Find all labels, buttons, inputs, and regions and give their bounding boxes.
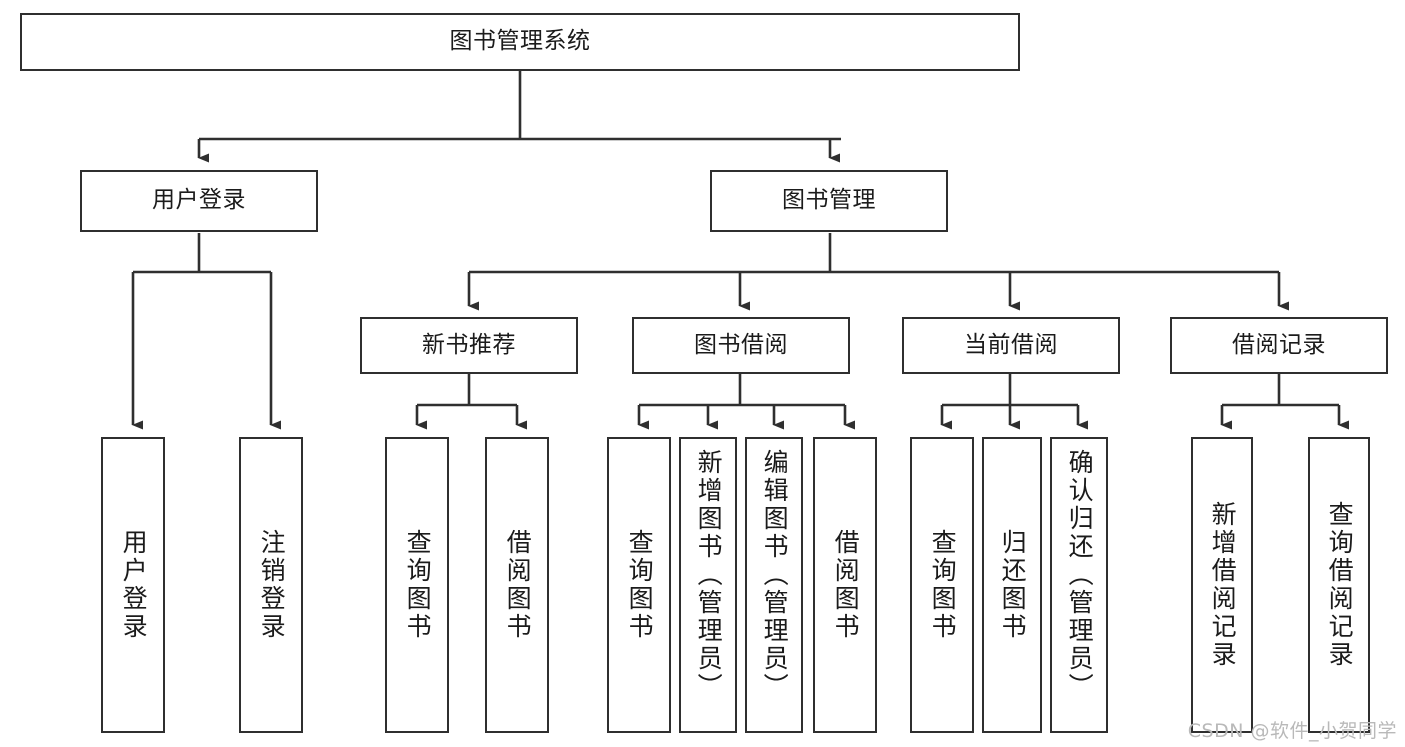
node-new-book-recommendation-label: 新书推荐 (422, 331, 516, 358)
node-borrow-record[interactable]: 借阅记录 (1170, 317, 1388, 374)
node-leaf-cb-query-book[interactable]: 查询图书 (910, 437, 974, 733)
node-leaf-bb-query-book[interactable]: 查询图书 (607, 437, 671, 733)
node-leaf-cb-query-book-label: 查询图书 (928, 529, 958, 641)
node-leaf-bb-query-book-label: 查询图书 (625, 529, 655, 641)
csdn-watermark: CSDN @软件_小贺同学 (1187, 720, 1397, 742)
node-leaf-user-login[interactable]: 用户登录 (101, 437, 165, 733)
node-leaf-cb-return-book[interactable]: 归还图书 (982, 437, 1042, 733)
node-leaf-br-add-record[interactable]: 新增借阅记录 (1191, 437, 1253, 733)
node-leaf-user-logout-label: 注销登录 (257, 529, 287, 641)
node-user-login[interactable]: 用户登录 (80, 170, 318, 232)
node-book-management-label: 图书管理 (782, 187, 876, 214)
node-root[interactable]: 图书管理系统 (20, 13, 1020, 71)
node-leaf-rec-query-book-label: 查询图书 (403, 529, 433, 641)
node-leaf-user-login-label: 用户登录 (119, 529, 149, 641)
node-leaf-bb-add-book-label: 新增图书（管理员） (694, 449, 724, 701)
node-leaf-bb-add-book[interactable]: 新增图书（管理员） (679, 437, 737, 733)
node-leaf-rec-borrow-book[interactable]: 借阅图书 (485, 437, 549, 733)
node-new-book-recommendation[interactable]: 新书推荐 (360, 317, 578, 374)
node-leaf-cb-return-book-label: 归还图书 (998, 529, 1028, 641)
node-leaf-rec-query-book[interactable]: 查询图书 (385, 437, 449, 733)
node-leaf-cb-confirm-return-label: 确认归还（管理员） (1065, 449, 1095, 701)
node-leaf-cb-confirm-return[interactable]: 确认归还（管理员） (1050, 437, 1108, 733)
node-leaf-br-query-record[interactable]: 查询借阅记录 (1308, 437, 1370, 733)
node-root-label: 图书管理系统 (449, 28, 591, 55)
node-user-login-label: 用户登录 (152, 187, 246, 214)
node-leaf-bb-borrow-book-label: 借阅图书 (831, 529, 861, 641)
node-leaf-br-query-record-label: 查询借阅记录 (1325, 501, 1355, 669)
node-leaf-user-logout[interactable]: 注销登录 (239, 437, 303, 733)
node-leaf-rec-borrow-book-label: 借阅图书 (503, 529, 533, 641)
node-current-borrow[interactable]: 当前借阅 (902, 317, 1120, 374)
node-leaf-bb-edit-book[interactable]: 编辑图书（管理员） (745, 437, 803, 733)
node-book-management[interactable]: 图书管理 (710, 170, 948, 232)
node-borrow-record-label: 借阅记录 (1232, 331, 1326, 358)
node-leaf-bb-edit-book-label: 编辑图书（管理员） (760, 449, 790, 701)
node-leaf-br-add-record-label: 新增借阅记录 (1208, 501, 1238, 669)
node-current-borrow-label: 当前借阅 (964, 331, 1058, 358)
node-leaf-bb-borrow-book[interactable]: 借阅图书 (813, 437, 877, 733)
node-book-borrow[interactable]: 图书借阅 (632, 317, 850, 374)
node-book-borrow-label: 图书借阅 (694, 331, 788, 358)
